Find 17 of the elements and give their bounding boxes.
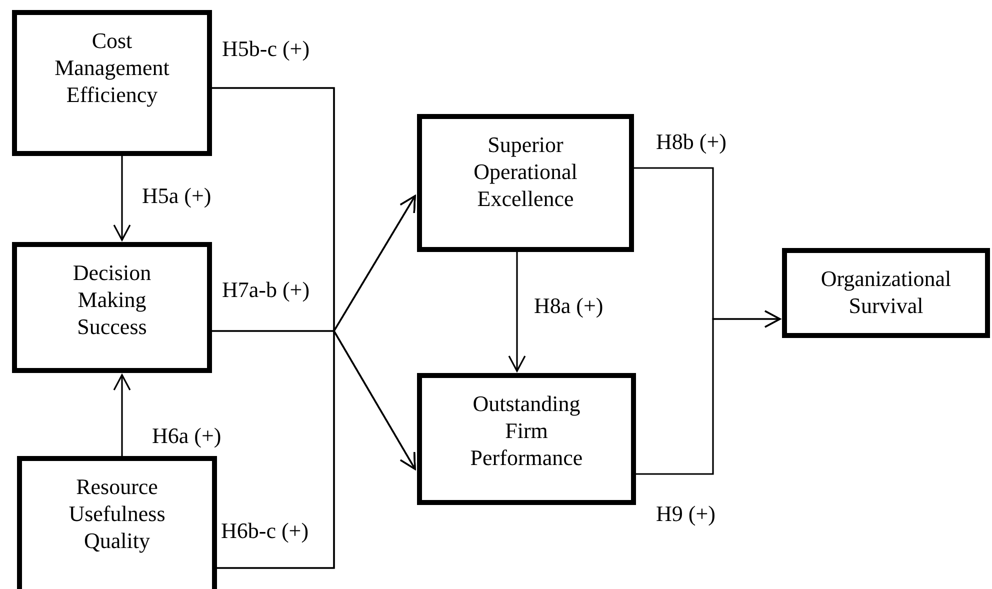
concept-box	[12, 10, 212, 156]
arrow	[508, 252, 526, 372]
concept-box	[12, 242, 212, 373]
concept-box	[417, 114, 634, 252]
arrow	[113, 156, 131, 241]
box-label: Superior Operational Excellence	[472, 131, 578, 212]
arrow	[113, 374, 131, 456]
box-label: Outstanding Firm Performance	[469, 390, 584, 471]
concept-box	[17, 456, 217, 589]
box-label: Cost Management Efficiency	[54, 27, 170, 108]
arrow	[217, 328, 416, 569]
box-label: Decision Making Success	[72, 259, 152, 340]
arrow	[636, 310, 781, 475]
concept-box	[782, 248, 990, 338]
concept-box	[417, 373, 636, 505]
box-label: Organizational Survival	[820, 265, 952, 319]
box-label: Resource Usefulness Quality	[68, 473, 166, 554]
